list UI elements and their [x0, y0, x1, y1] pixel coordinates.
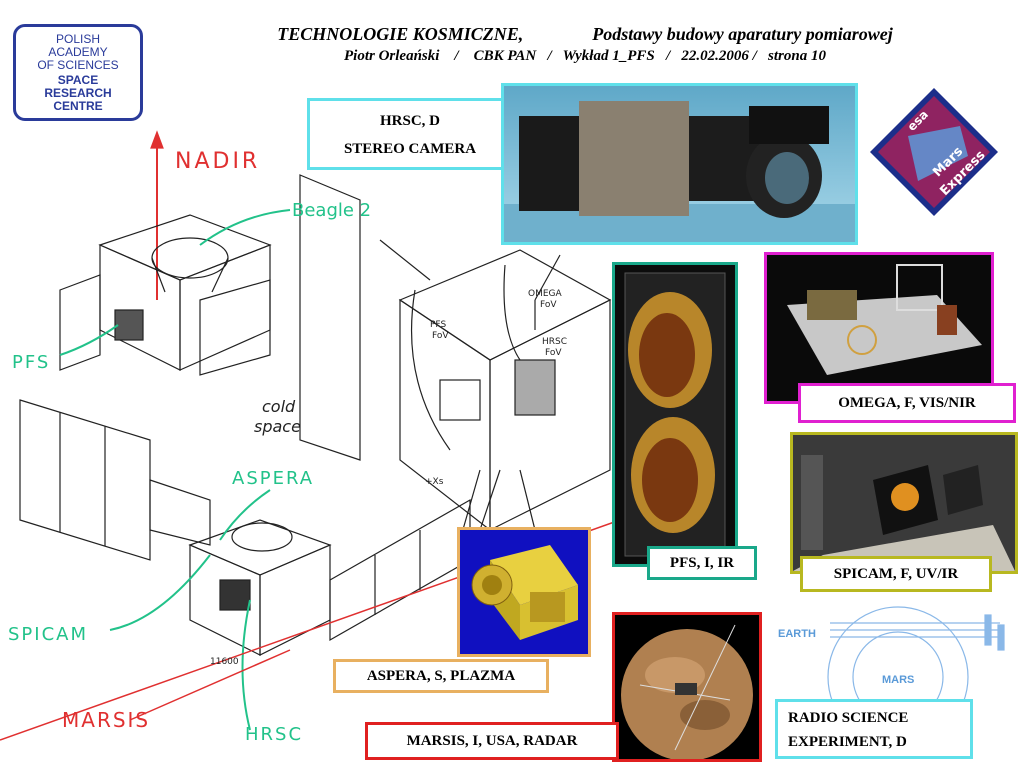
spicam-label: SPICAM, F, UV/IR [833, 566, 959, 582]
logo-line: ACADEMY [48, 45, 108, 59]
omega-label: OMEGA, F, VIS/NIR [838, 395, 976, 411]
radio-science-label-box: RADIO SCIENCE EXPERIMENT, D [775, 699, 973, 759]
hrsc-label-box: HRSC, D STEREO CAMERA [307, 98, 513, 170]
pfs-label-box: PFS, I, IR [647, 546, 757, 580]
pfs-hand-label: PFS [12, 352, 50, 373]
logo-line: RESEARCH [44, 86, 112, 100]
radio-science-line2: EXPERIMENT, D [788, 734, 907, 750]
nadir-label: NADIR [175, 149, 260, 174]
aspera-label-box: ASPERA, S, PLAZMA [333, 659, 549, 693]
course-title: TECHNOLOGIE KOSMICZNE, [277, 24, 524, 44]
earth-label: EARTH [778, 628, 816, 640]
aspera-label: ASPERA, S, PLAZMA [366, 668, 516, 684]
marsis-photo [612, 612, 762, 762]
mars-express-logo: esa Mars Express [868, 86, 1000, 218]
polish-academy-logo: POLISH ACADEMY OF SCIENCES SPACE RESEARC… [13, 24, 143, 121]
omega-photo [764, 252, 994, 404]
aspera-hand-label: ASPERA [232, 468, 314, 489]
pfs-fov-label: PFS [430, 320, 446, 330]
marsis-hand-label: MARSIS [62, 708, 150, 732]
beagle-label: Beagle 2 [292, 200, 371, 221]
hrsc-fov-label: FoV [545, 348, 562, 358]
omega-label-box: OMEGA, F, VIS/NIR [798, 383, 1016, 423]
pfs-label: PFS, I, IR [669, 555, 735, 571]
omega-fov-label: OMEGA [528, 289, 563, 299]
logo-line: POLISH [55, 32, 100, 46]
hrsc-camera-photo [501, 83, 858, 245]
marsis-label-box: MARSIS, I, USA, RADAR [365, 722, 619, 760]
radio-science-diagram: EARTH MARS [778, 606, 1005, 715]
hrsc-subtitle: STEREO CAMERA [343, 141, 477, 157]
spicam-label-box: SPICAM, F, UV/IR [800, 556, 992, 592]
logo-line: SPACE [57, 73, 99, 87]
hrsc-hand-label: HRSC [245, 724, 303, 745]
aspera-image [457, 527, 591, 657]
cold-space-label: cold [262, 397, 296, 416]
hrsc-title: HRSC, D [379, 113, 440, 129]
subject-title: Podstawy budowy aparatury pomiarowej [592, 24, 893, 44]
slide-header: TECHNOLOGIE KOSMICZNE, Podstawy budowy a… [150, 22, 1020, 66]
serial-number: 11600 [210, 657, 239, 667]
spicam-hand-label: SPICAM [8, 624, 88, 645]
spacecraft-diagram: NADIR Beagle 2 PFS cold space ASPERA SPI… [0, 130, 621, 745]
radio-science-line1: RADIO SCIENCE [788, 710, 909, 726]
logo-line: CENTRE [53, 99, 103, 113]
omega-fov-label: FoV [540, 300, 557, 310]
spicam-photo [790, 432, 1018, 574]
logo-line: OF SCIENCES [37, 58, 119, 72]
marsis-label: MARSIS, I, USA, RADAR [406, 733, 578, 749]
pfs-fov-label: FoV [432, 331, 449, 341]
slide-subtitle: Piotr Orleański / CBK PAN / Wykład 1_PFS… [343, 48, 826, 64]
xs-axis-label: +Xs [425, 477, 444, 487]
mars-label: MARS [882, 674, 914, 686]
hrsc-fov-label: HRSC [542, 337, 567, 347]
cold-space-label: space [254, 417, 301, 436]
pfs-photo [612, 262, 738, 567]
